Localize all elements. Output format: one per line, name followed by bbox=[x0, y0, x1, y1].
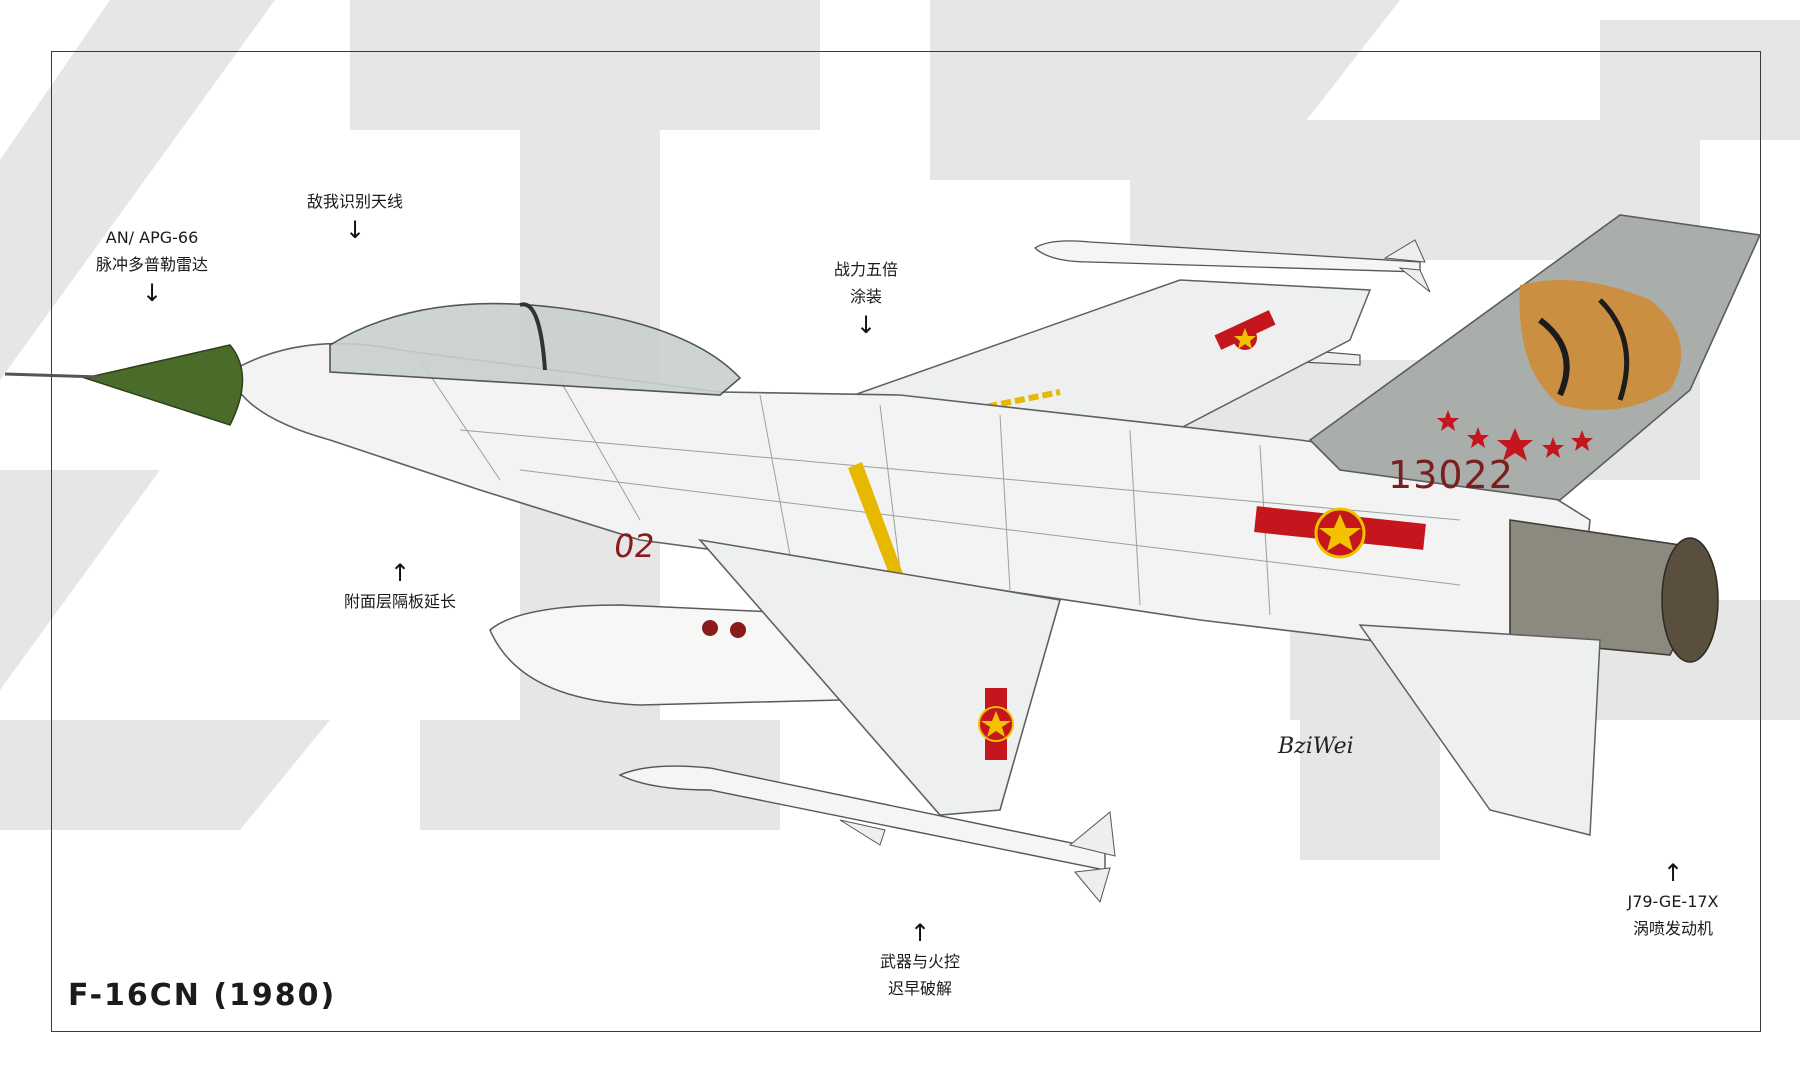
callout-weapons: ↑ 武器与火控 迟早破解 bbox=[880, 918, 960, 1002]
radome bbox=[4, 344, 244, 426]
callout-paint: 战力五倍 涂装 ↓ bbox=[834, 256, 898, 340]
arrow-up-icon: ↑ bbox=[389, 559, 411, 587]
diagram-title: F-16CN (1980) bbox=[68, 978, 337, 1013]
callout-strake-line1: 附面层隔板延长 bbox=[343, 592, 457, 611]
callout-weapons-line1: 武器与火控 bbox=[879, 952, 961, 971]
callout-radar-line1: AN/ APG-66 bbox=[105, 228, 199, 247]
vertical-tail bbox=[1308, 214, 1762, 501]
callout-strake: ↑ 附面层隔板延长 bbox=[344, 558, 456, 615]
arrow-up-icon: ↑ bbox=[1662, 859, 1684, 887]
wing-lower bbox=[697, 538, 1062, 816]
fuselage bbox=[229, 342, 1591, 651]
callout-paint-line2: 涂装 bbox=[849, 287, 883, 306]
callout-paint-line1: 战力五倍 bbox=[833, 260, 899, 279]
arrow-down-icon: ↓ bbox=[855, 311, 877, 339]
callout-weapons-line2: 迟早破解 bbox=[887, 979, 953, 998]
horizontal-stabilizer bbox=[1358, 624, 1601, 836]
arrow-up-icon: ↑ bbox=[909, 919, 931, 947]
fuel-tank bbox=[489, 604, 841, 706]
tail-number: 13022 bbox=[1388, 453, 1514, 497]
wingtip-missile-upper bbox=[1033, 239, 1431, 293]
canopy bbox=[329, 302, 742, 396]
callout-engine: ↑ J79-GE-17X 涡喷发动机 bbox=[1627, 858, 1718, 942]
callout-radar-line2: 脉冲多普勒雷达 bbox=[95, 255, 209, 274]
nose-number: 02 bbox=[611, 527, 658, 565]
wingtip-missile-lower bbox=[618, 765, 1116, 904]
callout-engine-line2: 涡喷发动机 bbox=[1632, 919, 1714, 938]
callout-radar: AN/ APG-66 脉冲多普勒雷达 ↓ bbox=[96, 224, 208, 308]
arrow-down-icon: ↓ bbox=[141, 279, 163, 307]
artist-signature: BziWei bbox=[1278, 734, 1354, 759]
callout-iff-line1: 敌我识别天线 bbox=[306, 192, 404, 211]
callout-iff: 敌我识别天线 ↓ bbox=[307, 188, 403, 245]
engine-nozzle bbox=[1509, 519, 1719, 663]
callout-engine-line1: J79-GE-17X bbox=[1627, 892, 1719, 911]
arrow-down-icon: ↓ bbox=[344, 216, 366, 244]
diagram-frame bbox=[51, 51, 1761, 1032]
